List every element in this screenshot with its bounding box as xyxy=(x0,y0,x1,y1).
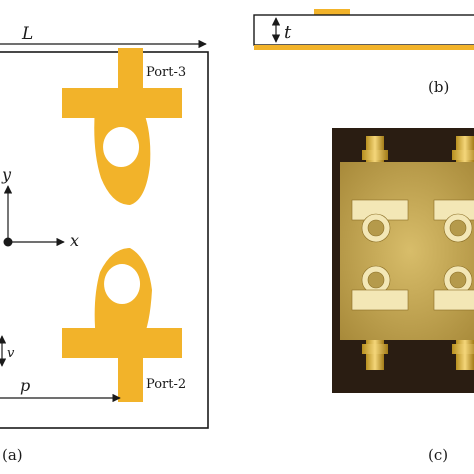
origin-dot-icon xyxy=(3,237,13,247)
ground-plane xyxy=(254,45,474,50)
top-ring xyxy=(94,108,151,205)
panel-a-label: (a) xyxy=(2,446,23,464)
panel-b-label: (b) xyxy=(428,78,449,96)
panel-c-photo: (c) xyxy=(332,128,474,464)
pcb-board xyxy=(340,162,474,340)
panel-a: L Port-3 Port-2 y x v p (a) xyxy=(0,24,209,464)
dimension-t-label: t xyxy=(284,22,292,43)
board-patches xyxy=(351,199,474,311)
top-copper-strip xyxy=(314,9,350,15)
bottom-ring xyxy=(94,248,152,340)
panel-b: t (b) xyxy=(253,9,474,96)
top-feed-line xyxy=(118,48,143,90)
top-antenna-patch xyxy=(62,48,182,205)
bottom-antenna-patch xyxy=(62,248,182,402)
dimension-L-label: L xyxy=(21,24,33,44)
axis-y-label: y xyxy=(1,165,12,184)
panel-c-label: (c) xyxy=(428,446,448,464)
bottom-sma-connectors xyxy=(362,340,474,370)
dimension-v-label: v xyxy=(7,346,15,361)
substrate-outline xyxy=(0,51,209,429)
axis-x-label: x xyxy=(70,231,79,250)
bottom-feed-line xyxy=(118,356,143,402)
bottom-crossbar xyxy=(62,328,182,358)
dimension-p-label: p xyxy=(20,376,30,395)
top-sma-connectors xyxy=(362,136,474,162)
port-2-label: Port-2 xyxy=(146,377,186,392)
port-3-label: Port-3 xyxy=(146,65,186,80)
